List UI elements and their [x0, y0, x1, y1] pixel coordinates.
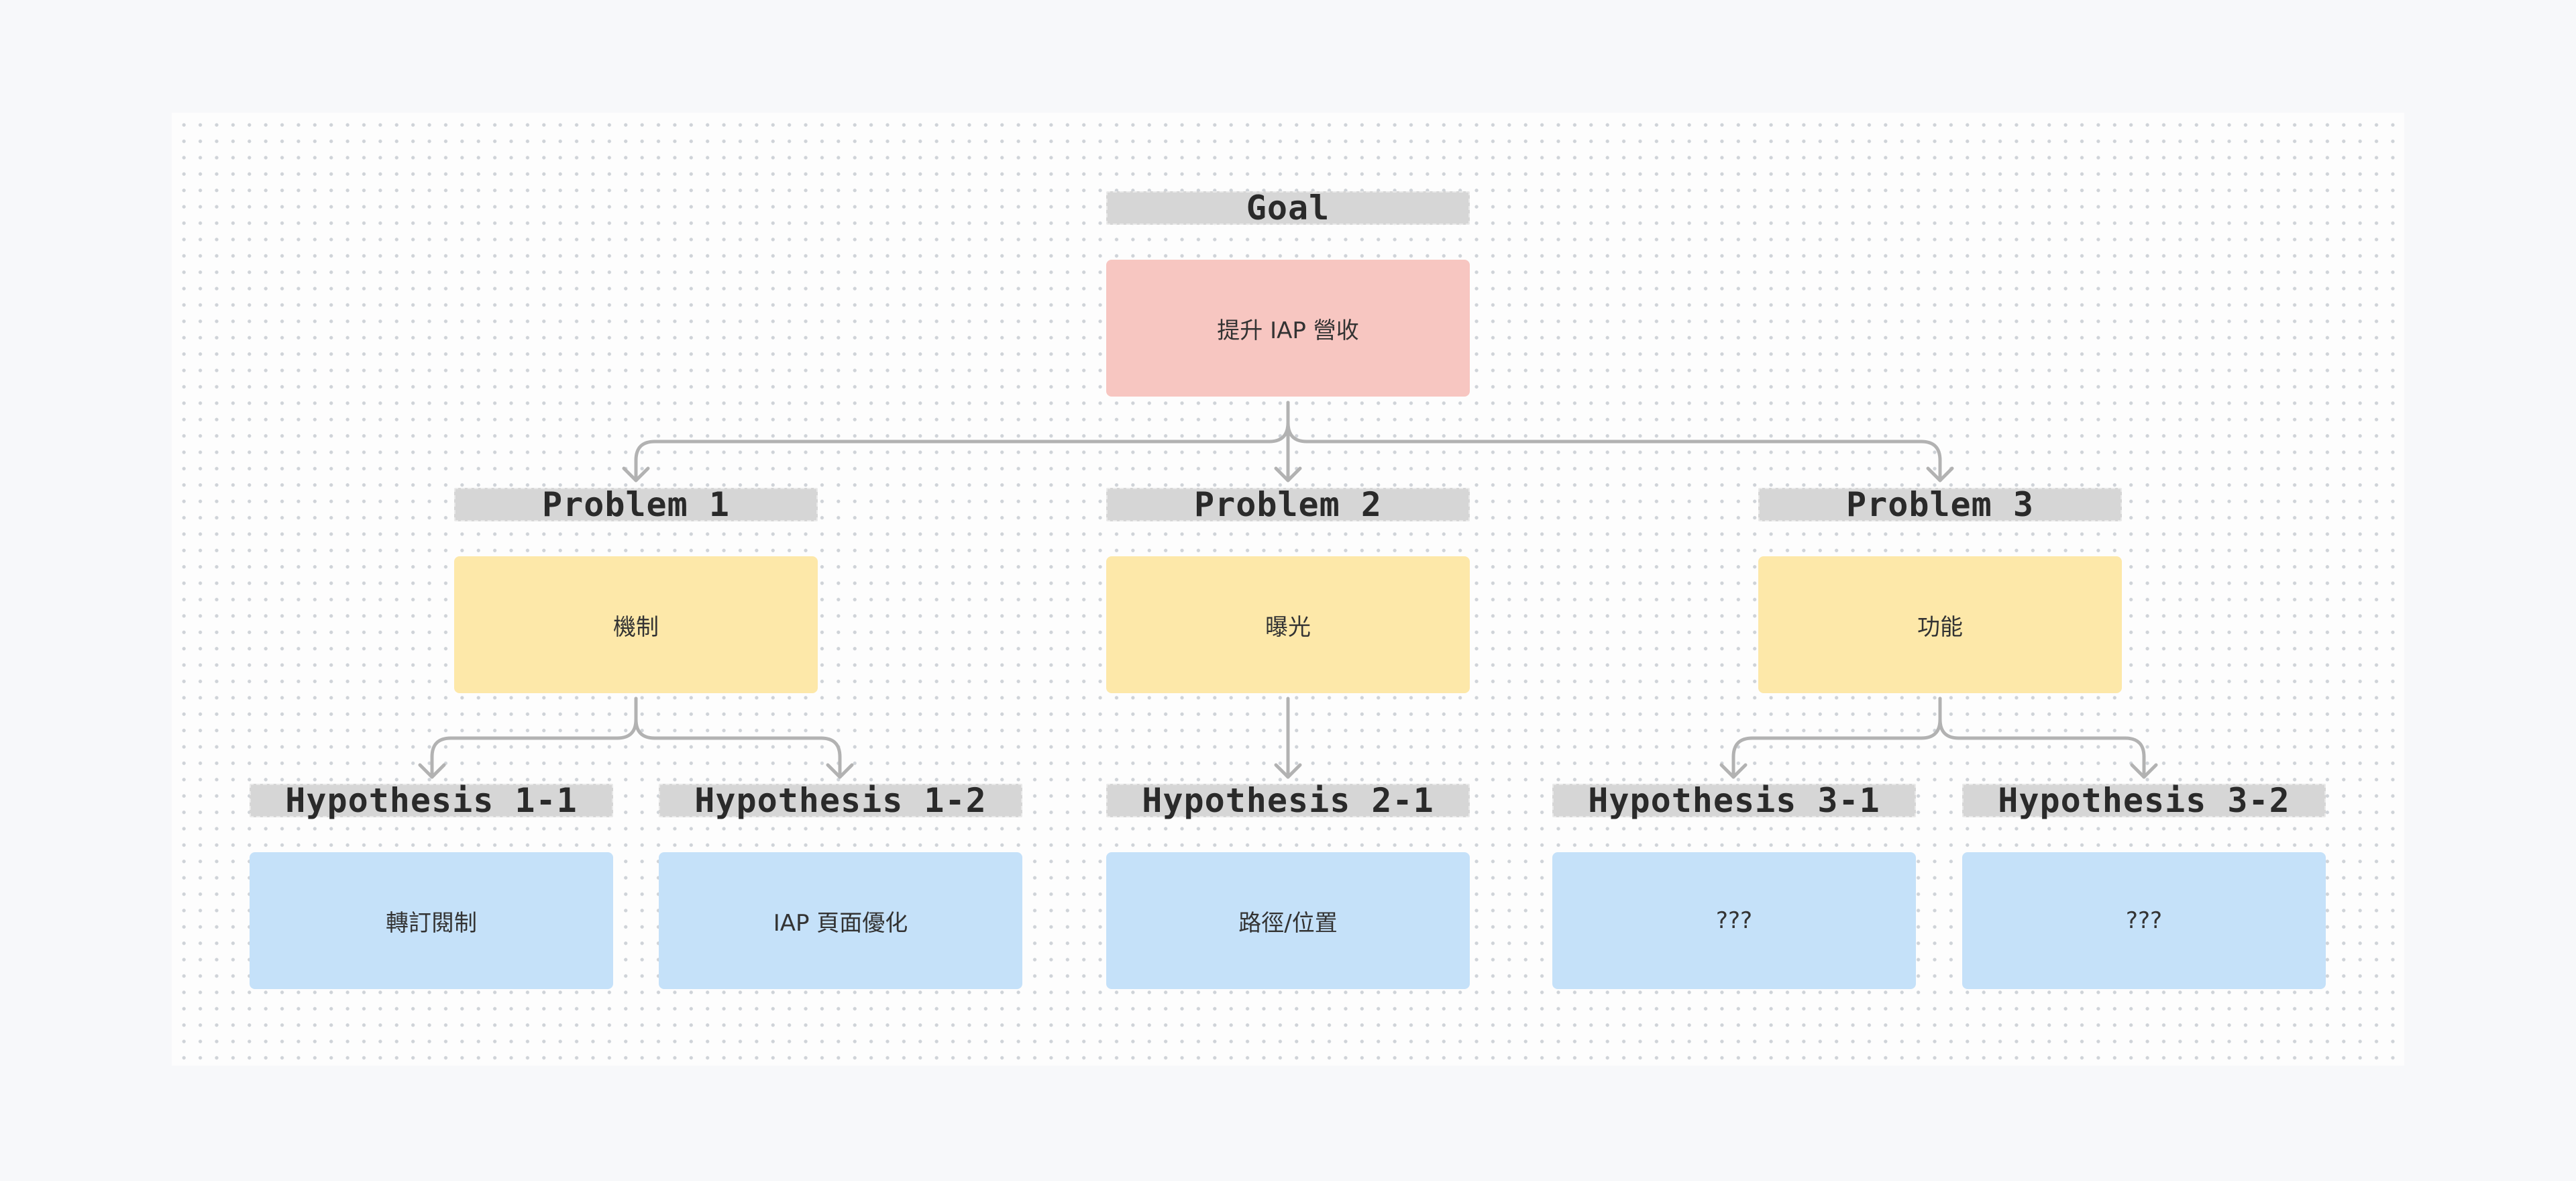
problem-1-label: Problem 1	[454, 485, 818, 524]
problem-2-card[interactable]: 曝光	[1106, 556, 1470, 693]
hypothesis-2-1-label: Hypothesis 2-1	[1106, 781, 1470, 820]
hypothesis-3-1-label: Hypothesis 3-1	[1552, 781, 1916, 820]
goal-label: Goal	[1106, 189, 1470, 227]
goal-card[interactable]: 提升 IAP 營收	[1106, 260, 1470, 397]
hypothesis-1-2-label: Hypothesis 1-2	[659, 781, 1022, 820]
hypothesis-1-1-label: Hypothesis 1-1	[250, 781, 613, 820]
hypothesis-1-1-card[interactable]: 轉訂閱制	[250, 852, 613, 989]
hypothesis-2-1-card[interactable]: 路徑/位置	[1106, 852, 1470, 989]
hypothesis-3-2-card[interactable]: ???	[1962, 852, 2326, 989]
hypothesis-1-2-card[interactable]: IAP 頁面優化	[659, 852, 1022, 989]
hypothesis-3-1-card[interactable]: ???	[1552, 852, 1916, 989]
hypothesis-3-2-label: Hypothesis 3-2	[1962, 781, 2326, 820]
problem-2-label: Problem 2	[1106, 485, 1470, 524]
problem-3-label: Problem 3	[1758, 485, 2122, 524]
problem-1-card[interactable]: 機制	[454, 556, 818, 693]
problem-3-card[interactable]: 功能	[1758, 556, 2122, 693]
